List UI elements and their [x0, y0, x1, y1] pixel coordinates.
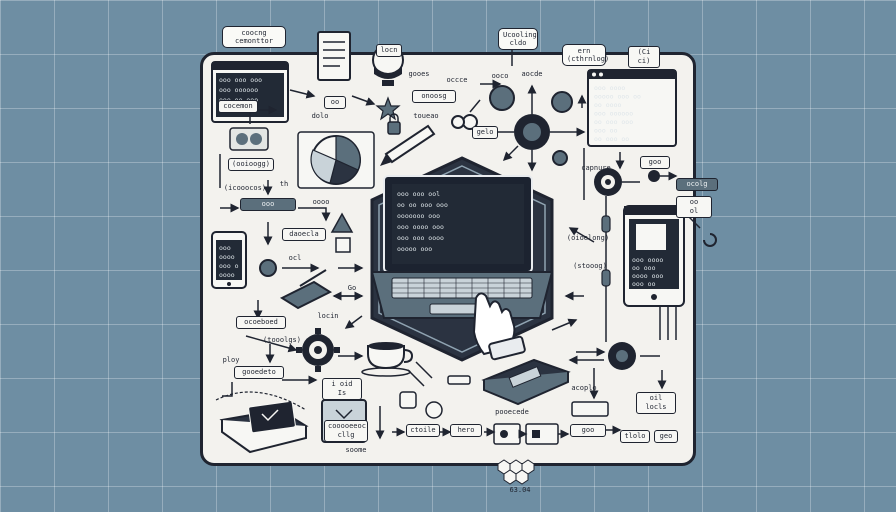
- chip-oo: oo: [324, 96, 346, 109]
- label-ploy: ploy: [222, 356, 240, 364]
- chip-daoecla: daoecla: [282, 228, 326, 241]
- label-toueao: toueao: [413, 112, 439, 120]
- code-line: ooo: [219, 244, 231, 252]
- callout-top-left: coocng cemonttor: [222, 26, 286, 48]
- label-bottom-number: 63.04: [509, 486, 531, 494]
- chip-oid-ls: i oid Is: [322, 378, 362, 400]
- gear-icon-right: [594, 168, 622, 196]
- chip-goo-right: goo: [640, 156, 670, 169]
- bottom-small-icons: [399, 375, 609, 445]
- phone-right-icon: [623, 205, 685, 307]
- phone-right-code-lines: ooo oooooo ooooooo oooooo oo: [632, 256, 663, 288]
- code-line: ooo ooo ooo: [219, 76, 262, 84]
- laptop-icon: [370, 175, 554, 319]
- pie-chart-icon: [297, 131, 375, 189]
- chip-hero: hero: [450, 424, 482, 437]
- network-hub: [451, 84, 586, 172]
- chip-gooedeto: gooedeto: [234, 366, 284, 379]
- callout-top-mid: Ucooling cldo: [498, 28, 538, 50]
- laptop-code-lines: ooo ooo ool oo oo ooo ooo ooooooo ooo ooo o…: [397, 190, 448, 253]
- node-circle-right: [608, 170, 717, 370]
- label-capnure: capnure: [581, 164, 611, 172]
- label-oooo: oooo: [312, 198, 330, 206]
- connector-arrows: [219, 48, 701, 440]
- label-acoplo: acoplo: [571, 384, 597, 392]
- label-go: Go: [347, 284, 357, 292]
- cup-icon-small: [229, 127, 269, 151]
- code-line: ooooo ooo: [397, 245, 432, 253]
- code-line: oo ooo ooo: [594, 118, 633, 126]
- label-stooog: (stooog): [573, 262, 607, 270]
- lock-icon: [387, 113, 401, 135]
- code-line: ooo oooooo: [219, 86, 258, 94]
- chip-cocemon: cocemon: [218, 100, 258, 113]
- label-ocl: ocl: [288, 254, 302, 262]
- chip-ooioogg: (ooioogg): [228, 158, 274, 171]
- code-line: ooo oooo: [632, 256, 663, 264]
- chip-oo-ol: oo ol: [676, 196, 712, 218]
- code-line: ooo oo: [594, 127, 618, 135]
- chip-goo-bottom: goo: [570, 424, 606, 437]
- chip-ctoile: ctoile: [406, 424, 440, 437]
- code-line: oo ooo: [632, 264, 656, 272]
- code-line: oo oo ooo ooo: [397, 201, 448, 209]
- triangle-icon: [330, 212, 354, 253]
- label-tooolgs: (tooolgs): [263, 336, 301, 344]
- code-line: ooooooo ooo: [397, 212, 440, 220]
- node-circle-left: [259, 259, 277, 277]
- code-line: ooo oooo ooo: [397, 223, 444, 231]
- label-locin: locin: [317, 312, 339, 320]
- code-line: ooo oooooo: [594, 110, 633, 118]
- tag-top-corner: (Ci ci): [628, 46, 660, 68]
- code-line: ooo oo: [632, 280, 656, 288]
- label-pooecede: pooecede: [495, 408, 529, 416]
- label-ooco: ooco: [491, 72, 509, 80]
- code-window-top-right: [587, 69, 677, 147]
- chip-ocoeboed: ocoeboed: [236, 316, 286, 329]
- code-line: ooo ooo oooo: [397, 234, 444, 242]
- vertical-connectors-right: [601, 196, 677, 342]
- tablet-icon: [279, 269, 333, 310]
- chip-gelo: gelo: [472, 126, 498, 139]
- pen-icon: [380, 124, 436, 166]
- code-line: ooo oooo: [594, 84, 625, 92]
- chip-cooooeeoc: cooooeeoc cllg: [324, 420, 368, 442]
- chip-ooo-left: ooo: [240, 198, 296, 211]
- code-line: oooo ooo: [632, 272, 663, 280]
- hand-icon: [472, 292, 526, 361]
- label-oocce: occce: [446, 76, 468, 84]
- label-soome: soome: [345, 446, 367, 454]
- code-line: oo ooo oo: [594, 135, 629, 143]
- document-stack-icon: [317, 31, 351, 81]
- label-oioelong: (oioelong): [566, 234, 610, 242]
- keyboard-icon: [481, 358, 571, 406]
- label-dolo: dolo: [311, 112, 329, 120]
- code-line: ooooo ooo oo: [594, 93, 641, 101]
- code-line: ooo o: [219, 262, 239, 270]
- code-line: ooo ooo ool: [397, 190, 440, 198]
- chip-tlolo: tlolo: [620, 430, 650, 443]
- callout-top-right: ern (cthrnlog): [562, 44, 609, 66]
- code-line: oooo: [219, 271, 235, 279]
- label-icooocos: (icooocos): [223, 184, 267, 192]
- code-line: oo oooo: [594, 101, 621, 109]
- chip-oil-locls: oil locls: [636, 392, 676, 414]
- label-th: th: [279, 180, 289, 188]
- chip-geo: geo: [654, 430, 678, 443]
- label-aocde: aocde: [521, 70, 543, 78]
- coffee-cup-icon: [361, 342, 414, 377]
- code-line: oooo: [219, 253, 235, 261]
- phone-left-icon: [211, 231, 247, 289]
- chip-ocolg: ocolg: [676, 178, 718, 191]
- label-gooes: gooes: [408, 70, 430, 78]
- book-icon: [215, 391, 309, 454]
- gear-icon-left: [296, 328, 340, 372]
- hexagon-badges-bottom: [497, 459, 535, 485]
- chip-onoosg: onoosg: [412, 90, 456, 103]
- bulb-label: locn: [376, 44, 402, 57]
